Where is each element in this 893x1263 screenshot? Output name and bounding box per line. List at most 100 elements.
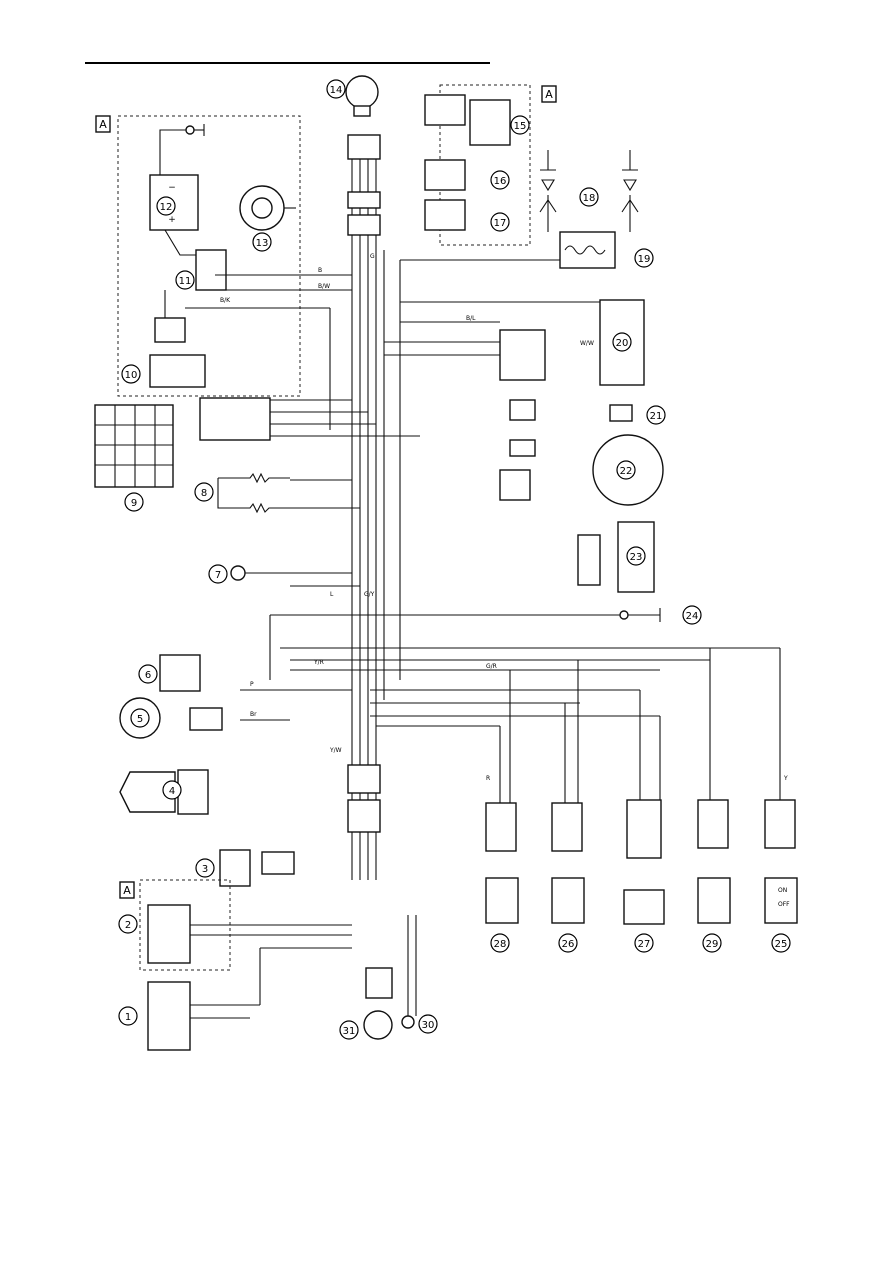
svg-text:4: 4 <box>169 786 175 797</box>
cdi-connector <box>499 329 546 381</box>
harness-connector-b <box>347 214 381 236</box>
switch-table-26 <box>551 877 585 924</box>
section-tag-label: A <box>545 88 553 101</box>
wire-label: Y/W <box>329 747 342 754</box>
callout-10: 10 <box>121 364 141 384</box>
switch-connector-28 <box>485 802 517 852</box>
feeder-wires <box>185 259 780 727</box>
tail-light-31 <box>363 967 393 1040</box>
switch-table-29 <box>697 877 731 924</box>
callout-1: 1 <box>118 1006 138 1026</box>
license-light-30 <box>401 915 417 1029</box>
switch-connector-26 <box>551 802 583 852</box>
callout-26: 26 <box>558 933 578 953</box>
wire-label: Y <box>783 775 788 782</box>
sensor-connector <box>261 851 295 875</box>
indicator-bulb-7 <box>230 565 290 581</box>
callout-27: 27 <box>634 933 654 953</box>
wire-label: G/R <box>486 663 497 670</box>
callout-17: 17 <box>490 212 510 232</box>
svg-text:−: − <box>168 183 176 193</box>
svg-text:19: 19 <box>638 254 651 265</box>
wire-label: R <box>486 775 490 782</box>
svg-text:3: 3 <box>202 864 208 875</box>
wire-label: B/K <box>220 297 231 304</box>
svg-text:2: 2 <box>125 920 131 931</box>
callout-24: 24 <box>682 605 702 625</box>
battery-section-box <box>117 115 301 397</box>
callout-5: 5 <box>130 708 150 728</box>
svg-text:22: 22 <box>620 466 633 477</box>
wire-label: G/Y <box>364 591 375 598</box>
switch-table-25 <box>764 877 798 924</box>
pickup-coil <box>609 404 633 422</box>
svg-text:12: 12 <box>160 202 173 213</box>
section-tag-bottom-left: A <box>119 881 135 899</box>
switch-state-on: ON <box>778 887 787 894</box>
callout-13: 13 <box>252 232 272 252</box>
callout-22: 22 <box>616 460 636 480</box>
svg-text:11: 11 <box>179 276 192 287</box>
callout-12: 12 <box>156 196 176 216</box>
callout-15: 15 <box>510 115 530 135</box>
magneto-connector-a <box>509 439 536 457</box>
sensor-3 <box>219 849 251 887</box>
ignition-switch-4 <box>119 771 176 813</box>
callout-20: 20 <box>612 332 632 352</box>
svg-text:18: 18 <box>583 193 596 204</box>
svg-text:9: 9 <box>131 498 137 509</box>
svg-text:27: 27 <box>638 939 651 950</box>
svg-text:5: 5 <box>137 714 143 725</box>
callout-16: 16 <box>490 170 510 190</box>
callout-31: 31 <box>339 1020 359 1040</box>
callout-29: 29 <box>702 933 722 953</box>
svg-text:8: 8 <box>201 488 207 499</box>
switch-table-28 <box>485 877 519 924</box>
main-switch-connector <box>199 397 271 441</box>
callout-8: 8 <box>194 482 214 502</box>
frame-ground-icon <box>619 608 661 622</box>
section-tag-top-left: A <box>95 115 111 133</box>
harness-connector-d <box>347 799 381 833</box>
svg-text:29: 29 <box>706 939 719 950</box>
callout-19: 19 <box>634 248 654 268</box>
magneto-connector-b <box>499 469 531 501</box>
callout-14: 14 <box>326 79 346 99</box>
starter-relay <box>154 317 186 343</box>
harness-connector-c <box>347 764 381 794</box>
svg-text:20: 20 <box>616 338 629 349</box>
svg-text:1: 1 <box>125 1012 131 1023</box>
main-fuse <box>195 249 227 291</box>
svg-text:+: + <box>168 215 176 225</box>
switch-15-connector <box>424 94 466 126</box>
switch-connector-29 <box>697 799 729 849</box>
svg-text:7: 7 <box>215 570 221 581</box>
cdi-unit <box>599 299 645 386</box>
wire-label: L <box>330 591 334 598</box>
wire-label: P <box>250 681 254 688</box>
wire-label: B/L <box>466 315 476 322</box>
switch-table-27 <box>623 889 665 925</box>
switch-17-connector <box>424 199 466 231</box>
wire-label: G <box>370 253 375 260</box>
callout-6: 6 <box>138 664 158 684</box>
switch-16-connector <box>424 159 466 191</box>
lamp-1 <box>147 981 191 1051</box>
callout-28: 28 <box>490 933 510 953</box>
svg-text:28: 28 <box>494 939 507 950</box>
resistor-8 <box>217 472 290 514</box>
ground-icon <box>185 124 205 136</box>
callout-21: 21 <box>646 405 666 425</box>
pickup-coil-connector <box>509 399 536 421</box>
section-tag-top-right: A <box>541 85 557 103</box>
callout-30: 30 <box>418 1014 438 1034</box>
callout-18: 18 <box>579 187 599 207</box>
spark-plug-ground-icons <box>540 150 638 192</box>
rectifier-regulator <box>239 185 296 231</box>
callout-25: 25 <box>771 933 791 953</box>
svg-text:24: 24 <box>686 611 699 622</box>
svg-text:17: 17 <box>494 218 507 229</box>
main-harness <box>351 140 401 880</box>
callout-2: 2 <box>118 914 138 934</box>
